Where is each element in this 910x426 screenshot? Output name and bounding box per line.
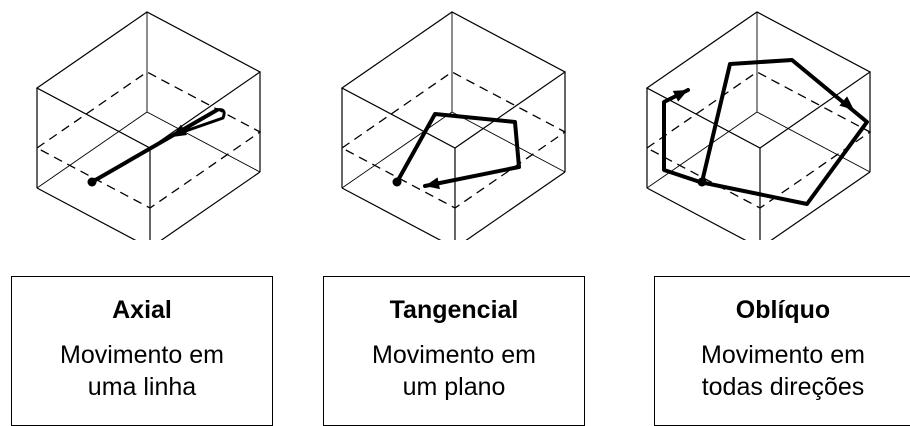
cube-outline xyxy=(645,11,872,240)
caption-oblique: Oblíquo Movimento em todas direções xyxy=(654,276,910,426)
caption-title: Tangencial xyxy=(389,296,519,324)
caption-line: todas direções xyxy=(701,373,865,401)
caption-line: Movimento em xyxy=(701,341,865,369)
caption-line: um plano xyxy=(402,373,506,401)
axial-motion-cube-icon xyxy=(35,11,262,240)
origin-point xyxy=(697,177,707,187)
arrow-head-icon xyxy=(172,124,188,137)
caption-description: Movimento em um plano xyxy=(324,339,584,403)
arrow-head-icon xyxy=(425,177,440,190)
caption-line: Movimento em xyxy=(372,341,536,369)
arrow-head-icon xyxy=(839,96,854,110)
caption-axial: Axial Movimento em uma linha xyxy=(11,276,273,426)
caption-tangential: Tangencial Movimento em um plano xyxy=(323,276,585,426)
origin-point xyxy=(87,177,97,187)
motion-path xyxy=(90,108,226,184)
arrow-head-icon xyxy=(672,90,688,102)
motion-path xyxy=(662,58,869,206)
mid-plane-dashed xyxy=(340,71,567,209)
origin-point xyxy=(392,177,402,187)
tangential-figure xyxy=(317,0,567,240)
mid-plane-dashed xyxy=(35,71,262,209)
caption-line: uma linha xyxy=(87,373,197,401)
cube-outline xyxy=(340,11,567,240)
caption-description: Movimento em todas direções xyxy=(655,339,910,403)
cube-hidden-edges xyxy=(341,12,566,189)
cube-outline xyxy=(35,11,262,240)
motion-path xyxy=(395,112,521,188)
tangential-motion-cube-icon xyxy=(340,11,567,240)
cube-hidden-edges xyxy=(36,12,261,189)
caption-title: Axial xyxy=(112,296,172,324)
oblique-figure xyxy=(622,0,872,240)
caption-line: Movimento em xyxy=(60,341,224,369)
caption-description: Movimento em uma linha xyxy=(12,339,272,403)
axial-figure xyxy=(12,0,262,240)
oblique-motion-cube-icon xyxy=(645,11,872,240)
caption-title: Oblíquo xyxy=(735,296,831,324)
